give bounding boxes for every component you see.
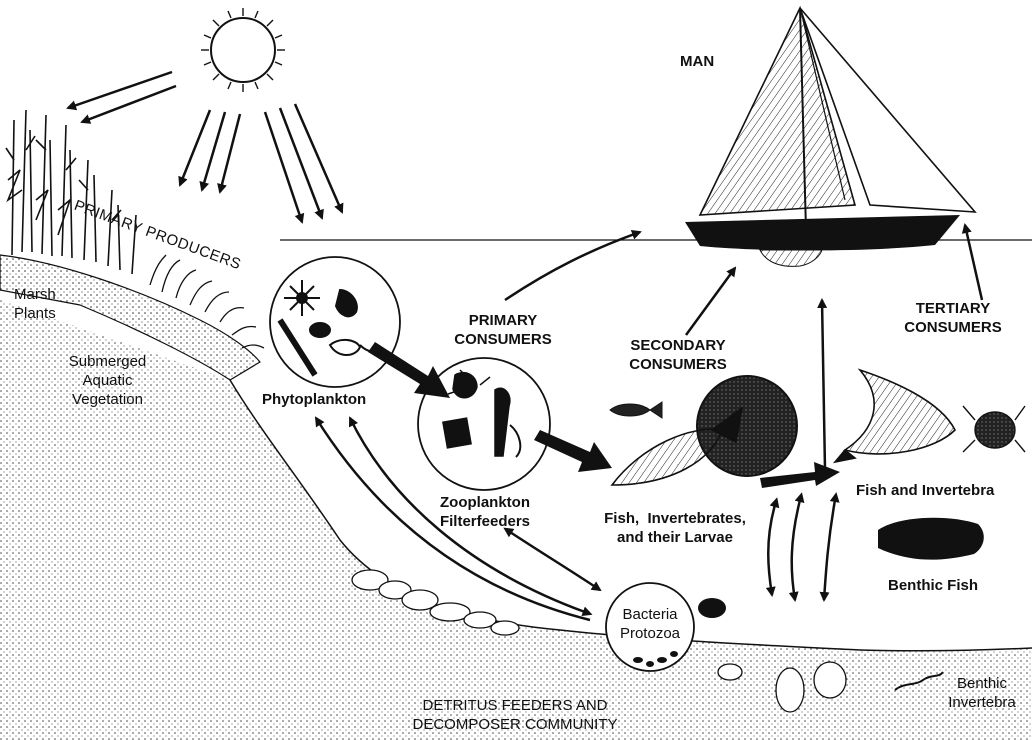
- secondary-consumers-circle: [697, 376, 797, 476]
- larval-fish-icon: [610, 402, 662, 418]
- benthic-invertebrates-line-2: Invertebra: [932, 693, 1032, 712]
- bacteria-protozoa-label: Bacteria Protozoa: [612, 605, 688, 643]
- benthic-fish-label: Benthic Fish: [888, 576, 978, 595]
- benthic-fish-icon: [878, 518, 984, 560]
- primary-consumers-line-1: PRIMARY: [448, 311, 558, 330]
- marsh-plants-label: Marsh Plants: [14, 285, 56, 323]
- secondary-consumers-label: SECONDARY CONSUMERS: [613, 336, 743, 374]
- crab-detritus-icon: [698, 598, 726, 618]
- tertiary-consumers-label: TERTIARY CONSUMERS: [888, 299, 1018, 337]
- zooplankton-line-2: Filterfeeders: [425, 512, 545, 531]
- man-label: MAN: [680, 52, 714, 71]
- benthic-invertebrates-label: Benthic Invertebra: [932, 674, 1032, 712]
- sailboat-icon: [685, 8, 975, 266]
- sunlight-arrows: [68, 72, 342, 222]
- detritus-line-2: DECOMPOSER COMMUNITY: [390, 715, 640, 734]
- zooplankton-line-1: Zooplankton: [425, 493, 545, 512]
- tertiary-consumers-line-2: CONSUMERS: [888, 318, 1018, 337]
- phytoplankton-circle: [270, 257, 400, 387]
- submerged-line-2: Aquatic: [55, 371, 160, 390]
- primary-consumers-label: PRIMARY CONSUMERS: [448, 311, 558, 349]
- secondary-consumers-line-1: SECONDARY: [613, 336, 743, 355]
- secondary-consumers-line-2: CONSUMERS: [613, 355, 743, 374]
- benthic-invertebrates-line-1: Benthic: [932, 674, 1032, 693]
- submerged-line-1: Submerged: [55, 352, 160, 371]
- marsh-plants-icon: [6, 110, 136, 274]
- bacteria-line-1: Bacteria: [612, 605, 688, 624]
- zooplankton-label: Zooplankton Filterfeeders: [425, 493, 545, 531]
- tertiary-consumers-line-1: TERTIARY: [888, 299, 1018, 318]
- sun-icon: [201, 8, 285, 92]
- submerged-line-3: Vegetation: [55, 390, 160, 409]
- phytoplankton-label: Phytoplankton: [262, 390, 366, 409]
- bacteria-line-2: Protozoa: [612, 624, 688, 643]
- submerged-vegetation-label: Submerged Aquatic Vegetation: [55, 352, 160, 409]
- fish-larvae-line-2: and their Larvae: [575, 528, 775, 547]
- primary-consumers-line-2: CONSUMERS: [448, 330, 558, 349]
- detritus-label: DETRITUS FEEDERS AND DECOMPOSER COMMUNIT…: [390, 696, 640, 734]
- marsh-plants-line-1: Marsh: [14, 285, 56, 304]
- fish-larvae-label: Fish, Invertebrates, and their Larvae: [575, 509, 775, 547]
- crab-icon: [963, 406, 1025, 452]
- fish-invertebrates-label: Fish and Invertebra: [856, 481, 994, 500]
- fish-larvae-line-1: Fish, Invertebrates,: [575, 509, 775, 528]
- detritus-line-1: DETRITUS FEEDERS AND: [390, 696, 640, 715]
- tertiary-fish-icon: [835, 370, 955, 462]
- marsh-plants-line-2: Plants: [14, 304, 56, 323]
